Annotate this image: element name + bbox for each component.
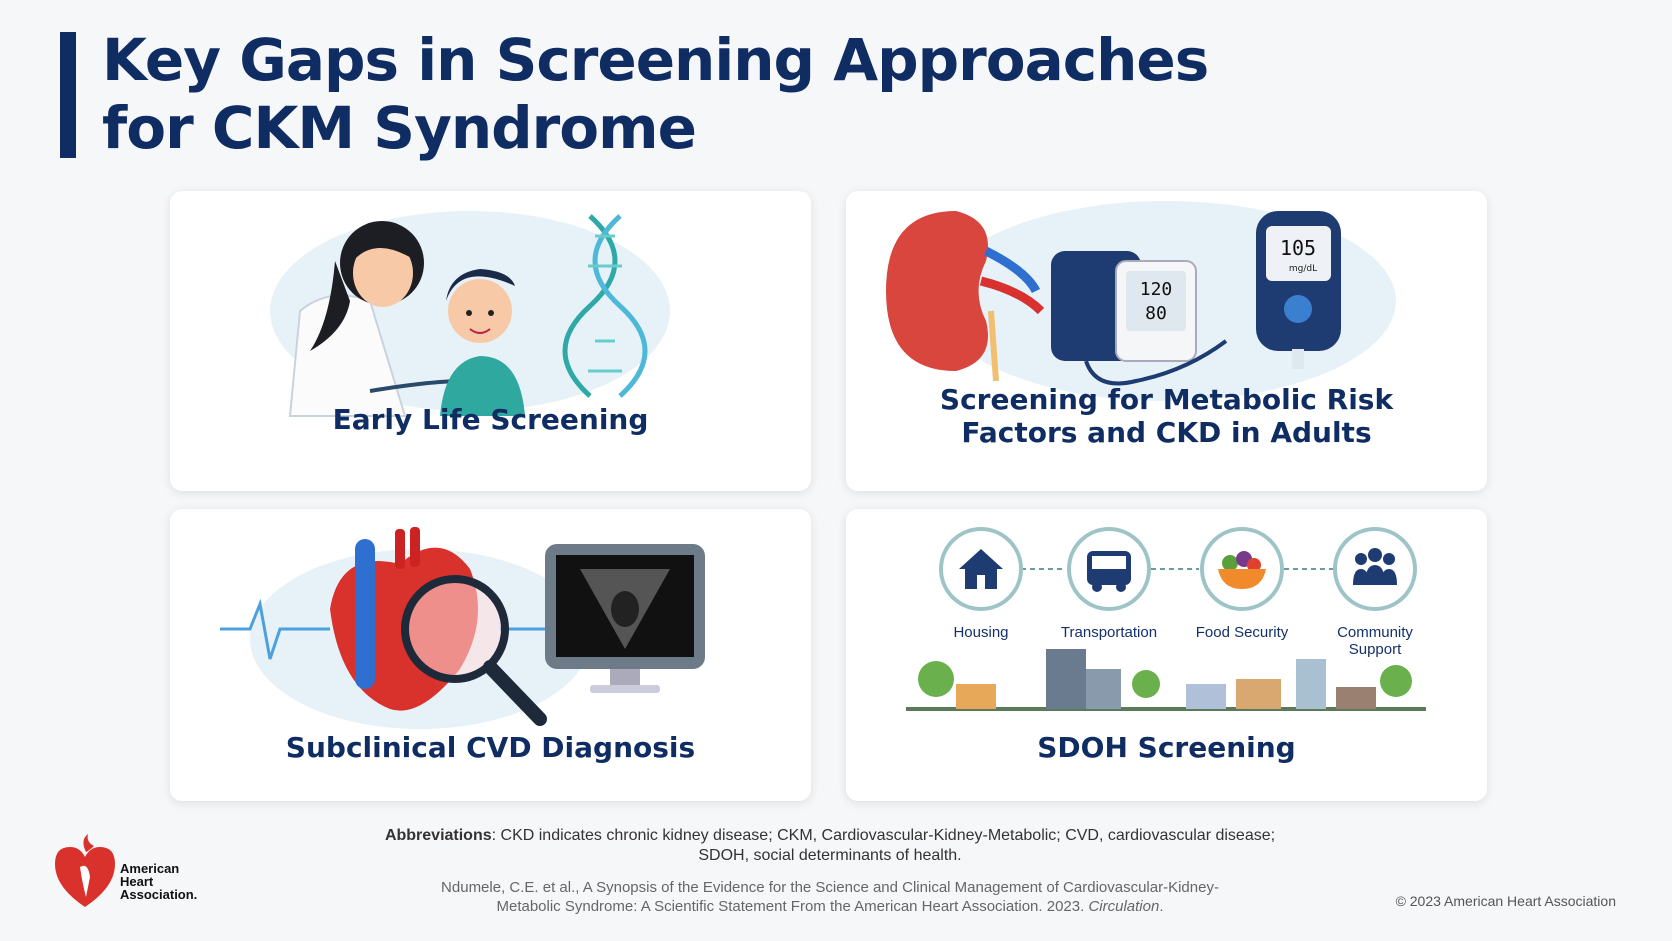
heart-echo-illustration [220, 527, 705, 729]
logo-line2: Heart [120, 874, 154, 889]
card-early-life-title: Early Life Screening [332, 403, 649, 436]
child-icon [440, 269, 525, 416]
logo-line1: American [120, 861, 180, 876]
card-cvd-title: Subclinical CVD Diagnosis [285, 731, 696, 764]
doctor-child-illustration [270, 211, 670, 417]
card-sdoh-screening: Housing Transportation Food Security [846, 509, 1487, 801]
card-early-life-screening: Early Life Screening [170, 191, 811, 491]
kidney-icon [886, 211, 1045, 382]
card-sdoh-title: SDOH Screening [1037, 731, 1296, 764]
aha-logo: American Heart Association. [50, 832, 220, 912]
sdoh-label-community-line1: Community [1337, 624, 1413, 641]
abbreviations-text-2: SDOH, social determinants of health. [698, 847, 962, 864]
copyright: © 2023 American Heart Association [1395, 893, 1616, 909]
citation: Ndumele, C.E. et al., A Synopsis of the … [441, 879, 1219, 915]
bus-icon [1067, 527, 1151, 611]
sdoh-label-food-security: Food Security [1195, 624, 1289, 641]
logo-line3: Association. [120, 887, 198, 902]
abbreviations-note: Abbreviations: CKD indicates chronic kid… [330, 826, 1330, 866]
blood-pressure-monitor-icon: 120 80 [1051, 251, 1228, 386]
sdoh-label-community-support: Community Support [1310, 624, 1440, 658]
card-metabolic-title-line1: Screening for Metabolic Risk [939, 383, 1394, 416]
page-title-line1: Key Gaps in Screening Approaches [102, 26, 1209, 94]
citation-line1: Ndumele, C.E. et al., A Synopsis of the … [441, 879, 1219, 896]
page-title: Key Gaps in Screening Approaches for CKM… [102, 26, 1302, 162]
food-bowl-icon [1200, 527, 1284, 611]
dna-icon [562, 214, 648, 398]
glucose-meter-icon: 105 mg/dL [1256, 211, 1341, 369]
kidney-bp-glucose-illustration: 120 80 105 mg/dL [886, 201, 1396, 401]
card-metabolic-title: Screening for Metabolic Risk Factors and… [846, 383, 1487, 449]
sdoh-item-housing: Housing [916, 525, 1046, 641]
sdoh-item-transportation: Transportation [1044, 525, 1174, 641]
heart-torch-icon [55, 834, 115, 907]
glucose-unit: mg/dL [1289, 264, 1317, 274]
ecg-line [220, 598, 330, 660]
title-accent-bar [60, 32, 76, 158]
bp-diastolic-value: 80 [1145, 303, 1167, 324]
card-metabolic-title-line2: Factors and CKD in Adults [961, 416, 1372, 449]
abbreviations-heading: Abbreviations [384, 827, 492, 844]
page-title-line2: for CKM Syndrome [102, 94, 697, 162]
bp-systolic-value: 120 [1140, 279, 1173, 300]
card-metabolic-screening: 120 80 105 mg/dL Screening for Metabolic… [846, 191, 1487, 491]
citation-journal: Circulation [1088, 898, 1160, 915]
card-subclinical-cvd: Subclinical CVD Diagnosis [170, 509, 811, 801]
glucose-value: 105 [1280, 236, 1316, 260]
echocardiogram-monitor-icon [545, 544, 705, 693]
aha-logo-text: American Heart Association. [120, 862, 197, 901]
town-skyline-illustration [906, 649, 1426, 711]
magnifying-glass-icon [401, 575, 547, 726]
sdoh-connectors [906, 568, 1426, 711]
citation-line2: Metabolic Syndrome: A Scientific Stateme… [496, 898, 1085, 915]
people-icon [1333, 527, 1417, 611]
sdoh-label-housing: Housing [953, 624, 1009, 641]
sdoh-label-transportation: Transportation [1060, 624, 1158, 641]
sdoh-item-food-security: Food Security [1177, 525, 1307, 641]
sdoh-item-community-support: Community Support [1310, 525, 1440, 658]
sdoh-label-community-line2: Support [1348, 641, 1402, 658]
abbreviations-text: : CKD indicates chronic kidney disease; … [491, 827, 1276, 844]
house-icon [939, 527, 1023, 611]
